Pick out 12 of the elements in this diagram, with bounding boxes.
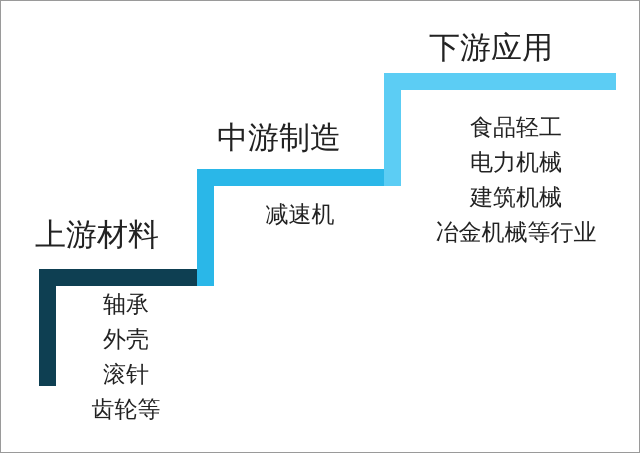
stage-item: 滚针 xyxy=(103,361,149,390)
stage-item: 冶金机械等行业 xyxy=(436,219,596,248)
stage-item: 建筑机械 xyxy=(470,184,562,213)
stage-heading: 上游材料 xyxy=(35,218,159,252)
stage-item: 减速机 xyxy=(266,201,334,230)
stage-heading: 下游应用 xyxy=(429,31,553,66)
stage-item: 食品轻工 xyxy=(470,114,562,143)
stage-item: 轴承 xyxy=(103,291,149,320)
stage-item: 外壳 xyxy=(103,326,149,355)
stage-item: 齿轮等 xyxy=(92,396,160,425)
stage-item: 电力机械 xyxy=(470,149,562,178)
stage-heading: 中游制造 xyxy=(217,121,341,156)
